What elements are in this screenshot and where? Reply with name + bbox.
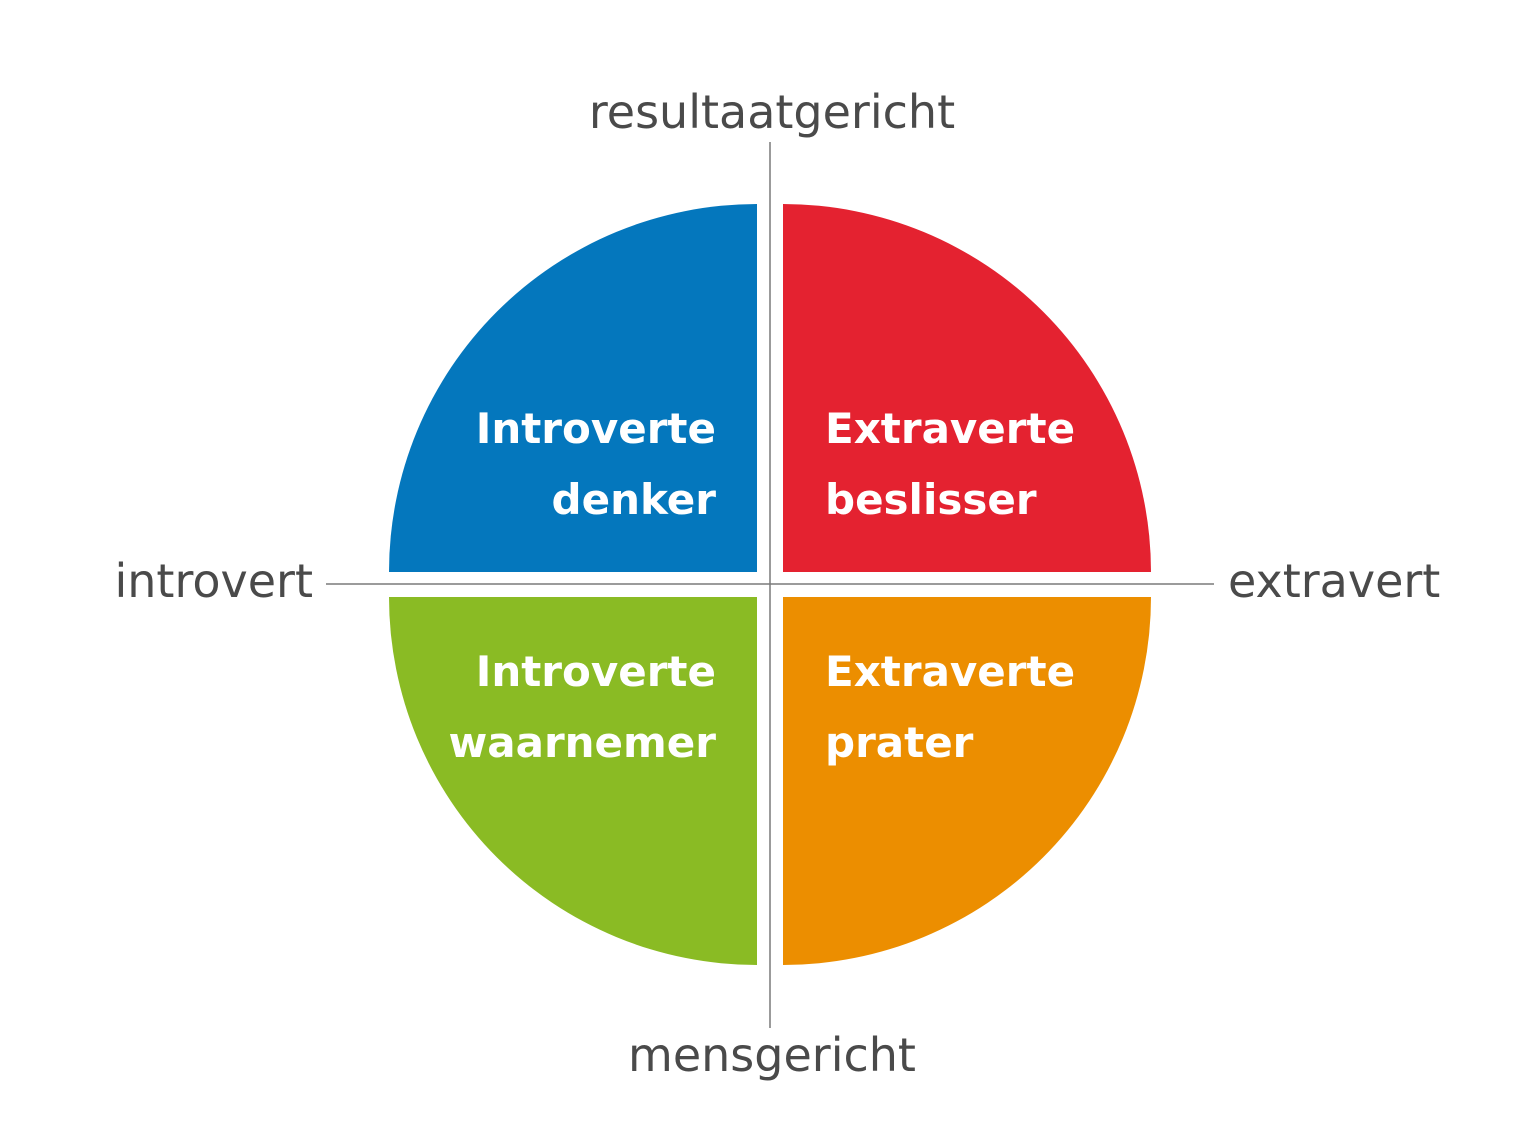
quadrant-label-bl-line1: Introverte bbox=[476, 647, 716, 696]
quadrant-label-tl-line1: Introverte bbox=[476, 404, 716, 453]
axis-label-right: extravert bbox=[1228, 554, 1440, 608]
quadrant-introverte-denker bbox=[389, 204, 757, 572]
quadrant-label-tr-line1: Extraverte bbox=[825, 404, 1075, 453]
quadrant-label-tr-line2: beslisser bbox=[825, 475, 1037, 524]
axis-label-bottom: mensgericht bbox=[628, 1028, 916, 1082]
quadrant-extraverte-prater bbox=[783, 597, 1151, 965]
quadrant-label-br-line1: Extraverte bbox=[825, 647, 1075, 696]
axis-label-top: resultaatgericht bbox=[589, 85, 955, 139]
quadrant-introverte-waarnemer bbox=[389, 597, 757, 965]
quadrant-label-br-line2: prater bbox=[825, 718, 974, 767]
quadrant-label-bl-line2: waarnemer bbox=[448, 718, 716, 767]
quadrant-extraverte-beslisser bbox=[783, 204, 1151, 572]
quadrant-label-tl-line2: denker bbox=[552, 475, 717, 524]
axis-label-left: introvert bbox=[115, 554, 314, 608]
